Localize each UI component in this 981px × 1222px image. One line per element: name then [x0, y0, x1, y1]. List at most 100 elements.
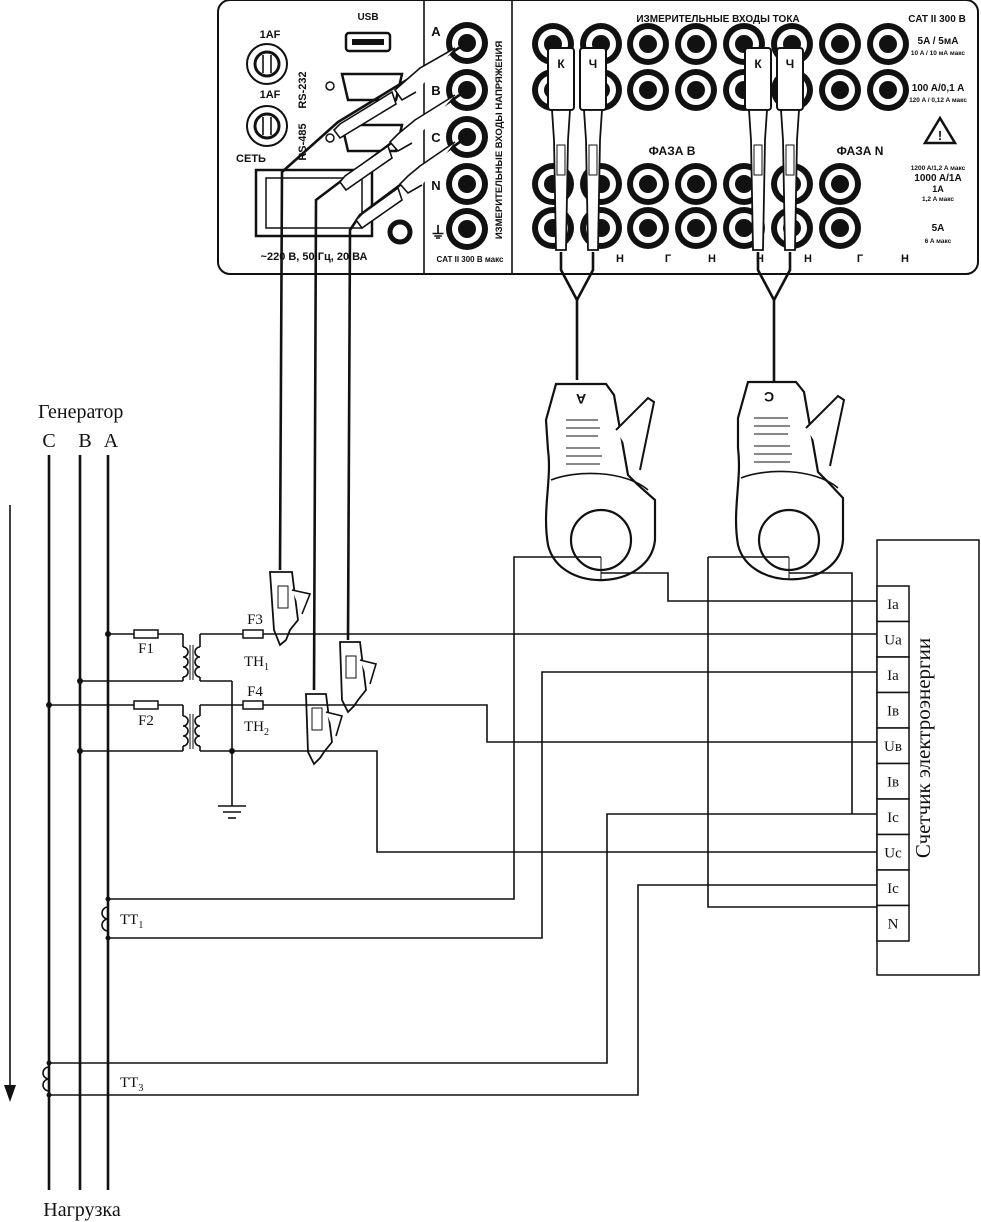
bottom-label-5: Н	[901, 253, 909, 265]
current-jack[interactable]	[675, 163, 717, 205]
current-jack[interactable]	[819, 69, 861, 111]
warning-icon	[922, 115, 958, 145]
rs232-label: RS-232	[297, 71, 309, 108]
range-3-extra-sub: 1,2 A макс	[922, 196, 954, 203]
fuse-f4-label: F4	[247, 684, 263, 700]
tt3-label: TT3	[120, 1075, 143, 1094]
range-2-sub: 120 A / 0,12 A макс	[909, 97, 967, 104]
plug-k-a-label: К	[557, 57, 565, 71]
crocodile-clip-b[interactable]	[305, 693, 344, 766]
wire-tt1-start	[108, 556, 601, 900]
range-2-main: 100 A/0,1 A	[912, 83, 965, 94]
crocodile-clip-a[interactable]	[269, 571, 312, 647]
meter-terminal-label: Uc	[884, 845, 902, 861]
current-category: CAT II 300 В	[908, 14, 966, 25]
wire-tt3-return	[49, 884, 878, 1096]
meter-terminal-label: Iв	[887, 703, 899, 719]
meter-terminal	[876, 869, 910, 907]
current-jack[interactable]	[627, 163, 669, 205]
plug-ch-a-label: Ч	[589, 57, 597, 71]
generator-label: Генератор	[38, 401, 123, 423]
phase-label-b: B	[78, 430, 91, 452]
current-jack[interactable]	[819, 207, 861, 249]
current-jack[interactable]	[819, 23, 861, 65]
vt-secondary-circuits: F3 TH1 F4 TH2	[194, 612, 878, 853]
bottom-label-7: Н	[756, 253, 764, 265]
meter-terminal-label: Iв	[887, 774, 899, 790]
meter-terminal	[876, 656, 910, 694]
bottom-label-6: Г	[857, 253, 864, 265]
current-jack[interactable]	[627, 207, 669, 249]
bottom-label-3: Г	[665, 253, 672, 265]
fuse-f1	[133, 629, 159, 639]
bottom-label-4: Н	[804, 253, 812, 265]
current-jack[interactable]	[627, 23, 669, 65]
current-jack[interactable]	[867, 23, 909, 65]
range-1-main: 5A / 5мA	[918, 36, 959, 47]
meter-terminal-label: Ia	[887, 668, 899, 684]
load-label: Нагрузка	[43, 1199, 121, 1221]
th2-secondary-coil	[194, 715, 201, 747]
current-jack[interactable]	[580, 207, 622, 249]
clamp-a-plugs: К Ч	[547, 47, 607, 380]
current-jack[interactable]	[675, 23, 717, 65]
meter-terminal-label: Ic	[887, 881, 899, 897]
rs485-port[interactable]	[340, 123, 404, 153]
voltage-input-label-b: B	[431, 83, 440, 98]
current-jack[interactable]	[867, 69, 909, 111]
wire-ic-clamp	[789, 572, 853, 814]
voltage-input-label-c: C	[431, 130, 441, 145]
meter-terminal-label: Ic	[887, 810, 899, 826]
phase-b-label: ФАЗА В	[649, 144, 696, 158]
current-jack[interactable]	[627, 69, 669, 111]
th2-primary-coil	[182, 715, 189, 747]
range-1-sub: 10 A / 10 мА макс	[911, 50, 966, 57]
range-3-extra: 1A	[932, 184, 944, 194]
meter-terminal	[876, 833, 910, 871]
mains-rating: ~220 В, 50 Гц, 20 ВА	[261, 251, 368, 263]
range-4-sub: 6 A макс	[925, 238, 952, 245]
wire-uc	[200, 750, 878, 853]
meter-terminal	[876, 727, 910, 765]
current-jack[interactable]	[675, 207, 717, 249]
rs485-label: RS-485	[297, 123, 309, 160]
current-jack[interactable]	[819, 163, 861, 205]
wire-ub	[263, 704, 878, 743]
meter-terminal-label: Uв	[884, 739, 902, 755]
bottom-label-1: Н	[616, 253, 624, 265]
voltage-probe-leads	[278, 41, 468, 691]
voltage-input-label-n: N	[431, 178, 440, 193]
voltage-jacks	[446, 22, 488, 250]
current-jack[interactable]	[675, 69, 717, 111]
tt3-coil	[42, 1066, 50, 1092]
ground-symbol: ⏚	[430, 224, 446, 242]
fuse-f4	[242, 700, 264, 710]
crocodile-clip-c[interactable]	[339, 641, 378, 714]
range-4-main: 5A	[932, 223, 945, 234]
meter-terminal-label: Ua	[884, 632, 902, 648]
voltage-jack-n[interactable]	[446, 163, 488, 205]
meter-terminal-label: N	[888, 916, 899, 932]
meter-terminal-label: Ia	[887, 597, 899, 613]
current-clamp-c: C	[734, 380, 846, 581]
usb-label: USB	[357, 12, 378, 23]
fuse-label-1: 1AF	[260, 29, 281, 41]
meter-terminal	[876, 904, 910, 942]
wire-ia-in	[601, 572, 878, 602]
tt1-label: TT1	[120, 912, 143, 931]
meter-terminal	[876, 620, 910, 658]
arrow-down-icon	[4, 1085, 16, 1102]
fuse-f3	[242, 629, 264, 639]
plug-k-c-label: К	[754, 57, 762, 71]
tt1-coil	[101, 906, 109, 932]
th2-label: TH2	[244, 719, 269, 738]
voltage-jack-ground[interactable]	[446, 208, 488, 250]
wire-tt3-start	[49, 813, 878, 1064]
wire-ct-neutral	[707, 557, 878, 908]
current-jack[interactable]	[532, 207, 574, 249]
ct-circuits: TT1 TT3	[42, 556, 878, 1098]
clamp-c-label: C	[764, 389, 774, 405]
